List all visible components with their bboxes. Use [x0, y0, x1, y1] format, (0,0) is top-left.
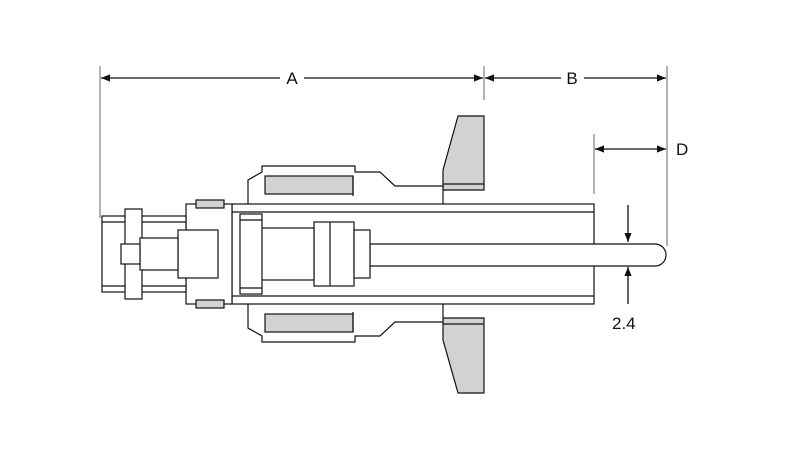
- inner-components: [239, 213, 371, 295]
- pin-diameter-label: 2.4: [612, 314, 636, 333]
- pin: [369, 243, 667, 267]
- extension-lines: [99, 66, 668, 246]
- dimension-d-label: D: [676, 140, 688, 159]
- flange: [442, 115, 485, 394]
- dimension-a-label: A: [286, 69, 298, 88]
- connector-body: [101, 208, 219, 300]
- dimension-b-label: B: [566, 69, 577, 88]
